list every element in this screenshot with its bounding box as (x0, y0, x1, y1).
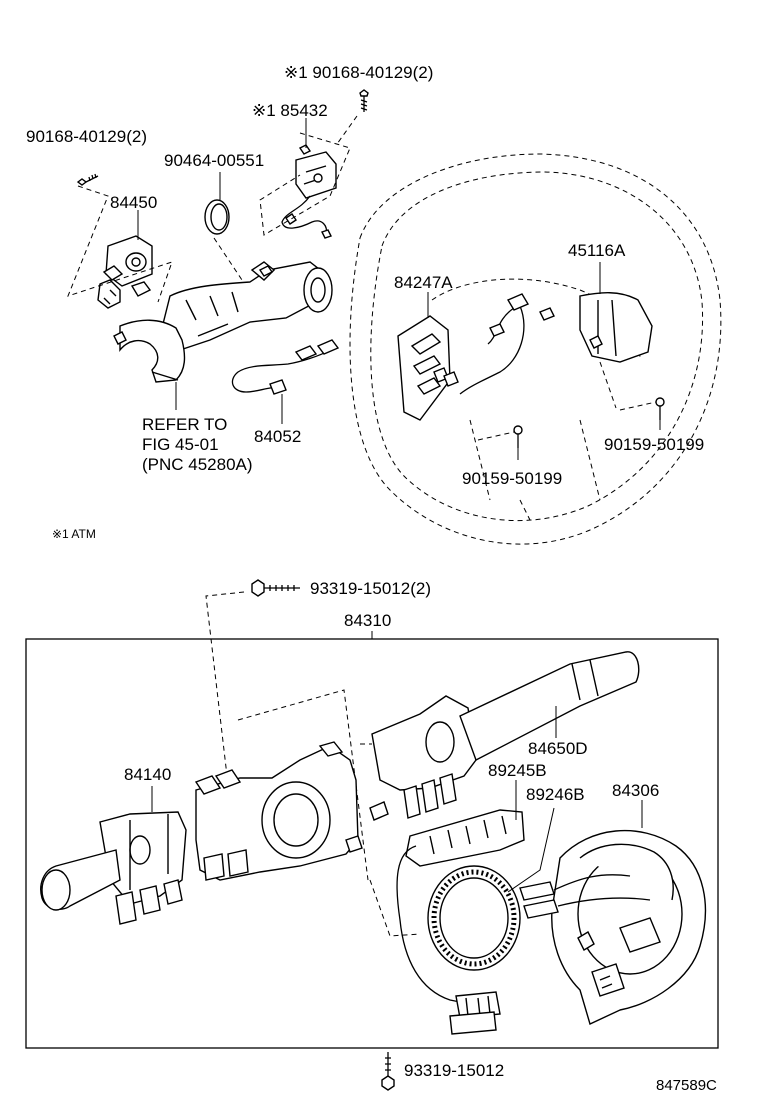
part-label: ※1 90168-40129(2) (284, 63, 433, 82)
sensor-ring (427, 865, 521, 971)
wire-harness (231, 339, 340, 395)
combination-switch-assembly (25, 579, 719, 1091)
part-label: 90464-00551 (164, 151, 264, 170)
ignition-switch (97, 235, 153, 309)
reference-label: REFER TO (142, 415, 227, 434)
part-label: 84450 (110, 193, 157, 212)
headlight-switch-lever (40, 811, 187, 925)
part-label: 90168-40129(2) (26, 127, 147, 146)
reference-label: (PNC 45280A) (142, 455, 253, 474)
part-label: 84247A (394, 273, 453, 292)
part-label: 84140 (124, 765, 171, 784)
screw-icon (359, 89, 369, 112)
column-lower-cover (113, 319, 186, 383)
screw-icon (513, 425, 523, 448)
steering-pad-switch (397, 315, 459, 421)
part-label: 90159-50199 (462, 469, 562, 488)
reference-label: FIG 45-01 (142, 435, 219, 454)
spiral-cable (519, 829, 707, 1025)
steering-switch-cover-right (579, 292, 653, 363)
wiper-switch-lever (371, 651, 640, 819)
screw-icon (655, 397, 665, 420)
screw-icon (251, 579, 300, 597)
part-label: 90159-50199 (604, 435, 704, 454)
screw-icon (76, 173, 99, 186)
part-label: 84650D (528, 739, 588, 758)
part-label: 89246B (526, 785, 585, 804)
part-label: 84306 (612, 781, 659, 800)
part-label: 84052 (254, 427, 301, 446)
part-label: 93319-15012 (404, 1061, 504, 1080)
part-label: 89245B (488, 761, 547, 780)
ring-clip (204, 199, 230, 235)
part-label: 93319-15012(2) (310, 579, 431, 598)
switch-body (194, 741, 389, 881)
column-cover-assembly (67, 89, 369, 424)
part-label: 45116A (568, 241, 626, 260)
wheel-wire (459, 293, 555, 395)
steering-angle-sensor (396, 809, 525, 1035)
illustration-code: 847589C (656, 1077, 717, 1094)
steering-wheel-assembly (349, 153, 722, 545)
screw-icon (381, 1052, 395, 1091)
part-label: ※1 85432 (252, 101, 328, 120)
steering-column-body (159, 261, 333, 351)
footnote-label: ※1 ATM (52, 527, 96, 541)
part-label: 84310 (344, 611, 391, 630)
key-interlock-solenoid (281, 144, 337, 239)
